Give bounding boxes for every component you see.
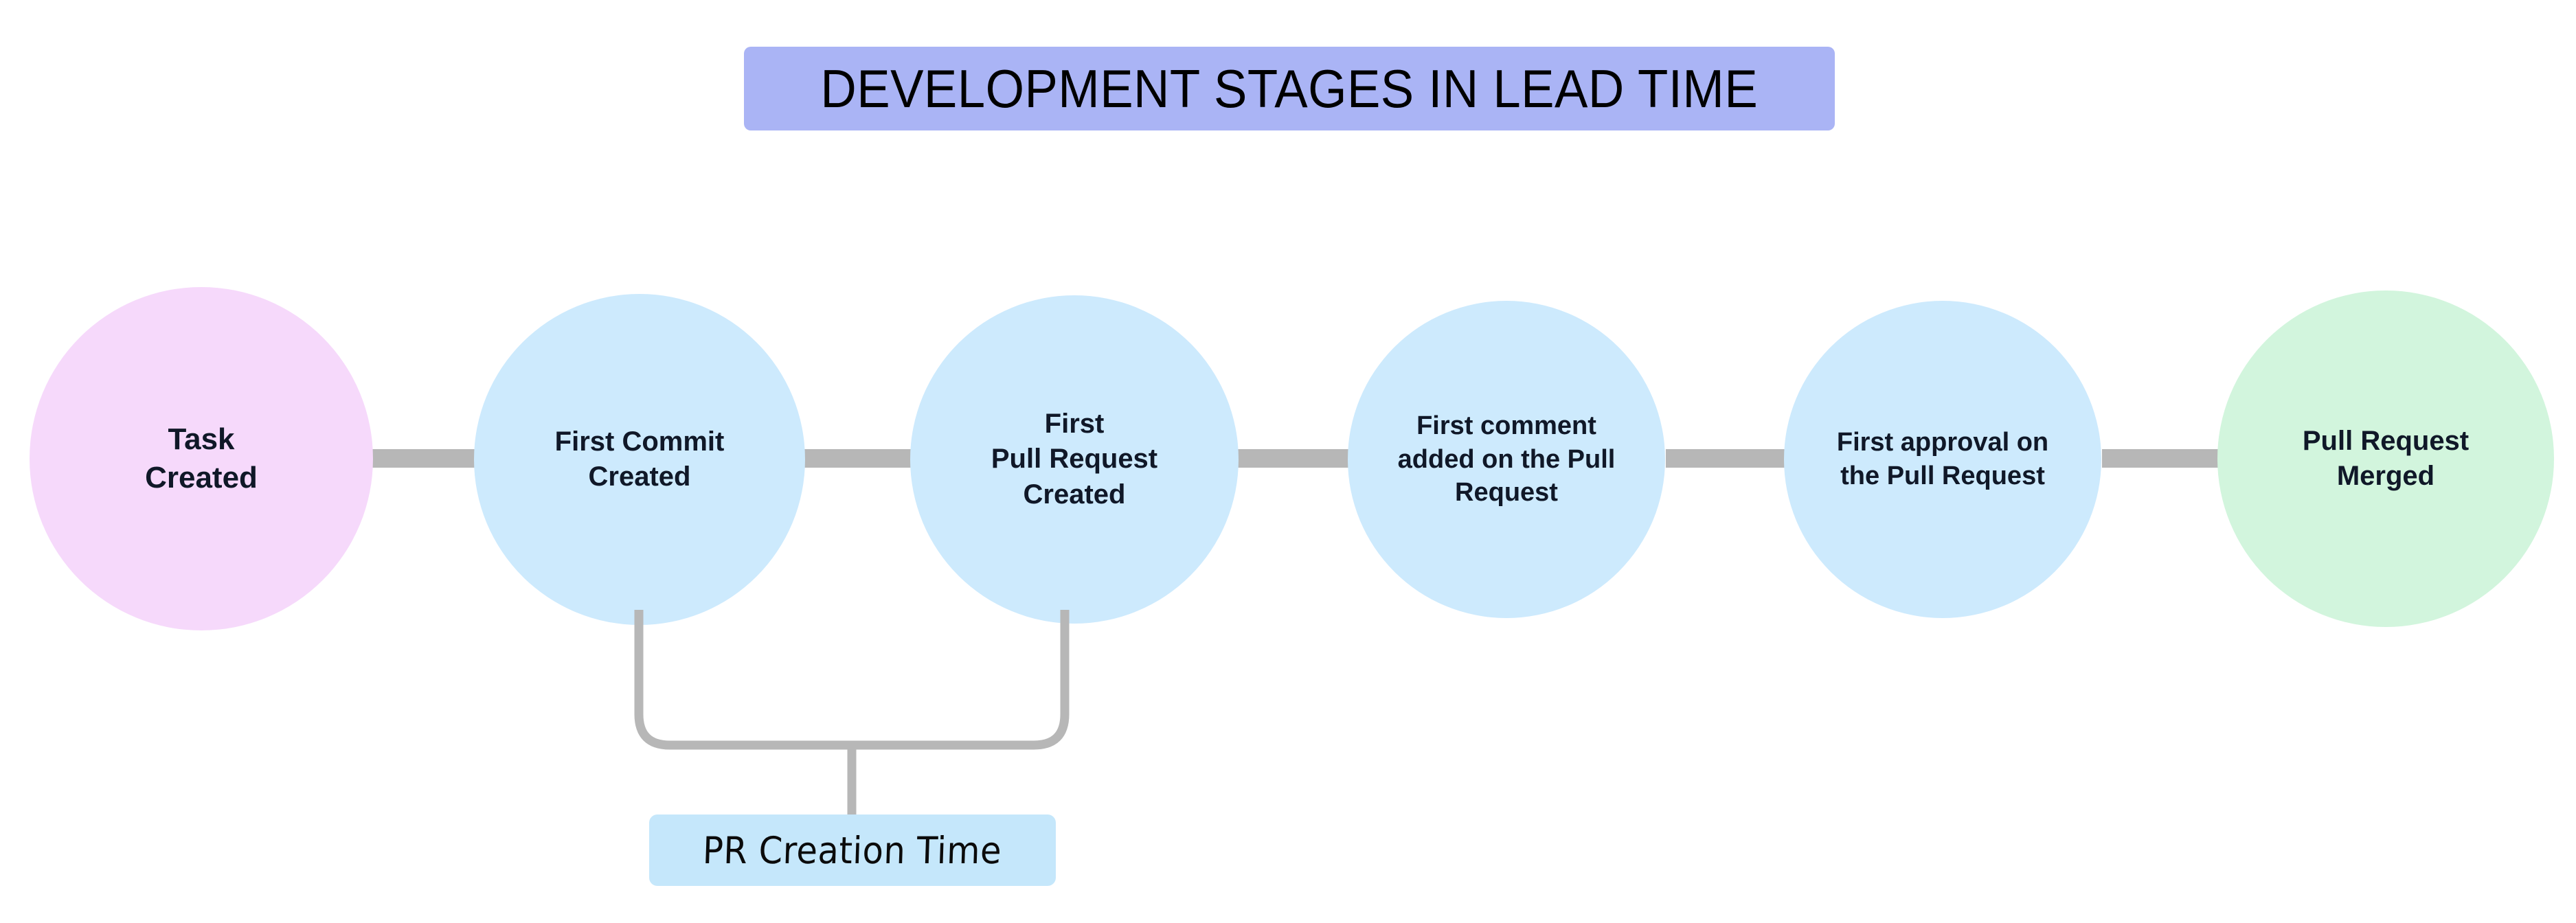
connector-5-6 bbox=[2102, 449, 2226, 468]
pr-creation-time-bracket bbox=[634, 610, 1070, 814]
node-label: First Pull Request Created bbox=[991, 409, 1158, 510]
node-pull-request-merged[interactable]: Pull Request Merged bbox=[2217, 290, 2554, 627]
node-first-approval[interactable]: First approval on the Pull Request bbox=[1784, 301, 2101, 618]
connector-2-3 bbox=[793, 449, 917, 468]
node-label: First approval on the Pull Request bbox=[1836, 428, 2049, 490]
node-first-comment-added[interactable]: First comment added on the Pull Request bbox=[1348, 301, 1665, 618]
connector-3-4 bbox=[1230, 449, 1353, 468]
node-first-pull-request-created[interactable]: First Pull Request Created bbox=[910, 295, 1239, 624]
node-first-commit-created[interactable]: First Commit Created bbox=[474, 294, 805, 625]
connector-1-2 bbox=[357, 449, 482, 468]
node-label: First Commit Created bbox=[554, 426, 725, 492]
connector-4-5 bbox=[1666, 449, 1789, 468]
node-label: Task Created bbox=[145, 422, 258, 494]
node-task-created[interactable]: Task Created bbox=[30, 287, 373, 630]
node-label: Pull Request Merged bbox=[2302, 425, 2470, 491]
page-title: DEVELOPMENT STAGES IN LEAD TIME bbox=[820, 58, 1759, 119]
pr-creation-time-label-text: PR Creation Time bbox=[702, 828, 1003, 872]
pr-creation-time-label[interactable]: PR Creation Time bbox=[649, 814, 1056, 886]
diagram-title-banner: DEVELOPMENT STAGES IN LEAD TIME bbox=[744, 47, 1835, 130]
node-label: First comment added on the Pull Request bbox=[1397, 411, 1616, 508]
